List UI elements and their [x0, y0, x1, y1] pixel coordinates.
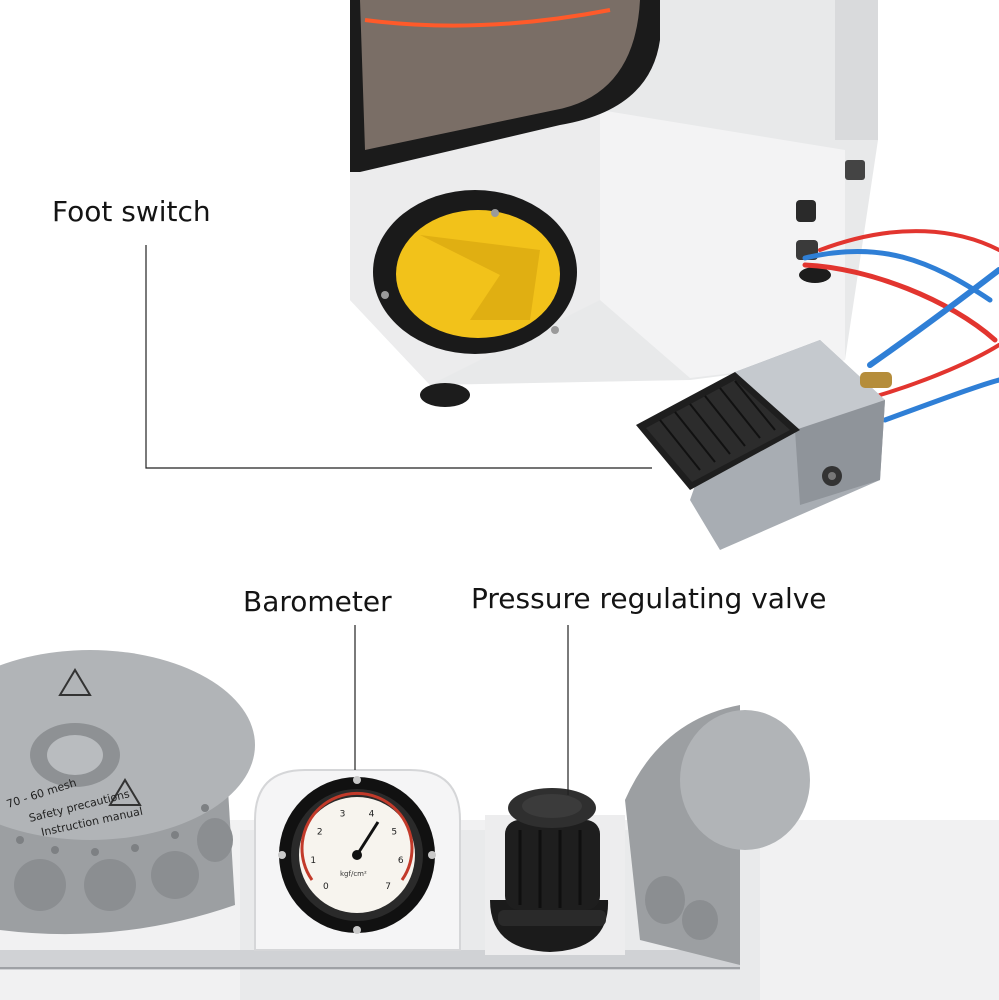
foot-switch-label: Foot switch — [52, 195, 211, 228]
gauge-scale-number: 0 — [323, 882, 329, 892]
pressure-valve-label: Pressure regulating valve — [471, 582, 827, 615]
air-hoses — [802, 229, 999, 423]
right-cap — [625, 705, 810, 965]
gauge-scale-number: 6 — [398, 856, 404, 866]
foot-switch-leader-line — [145, 245, 652, 469]
gauge-unit: kgf/cm² — [340, 870, 367, 878]
left-cap — [0, 650, 255, 935]
gauge-scale-number: 3 — [340, 810, 346, 820]
gauge-scale-number: 5 — [391, 828, 397, 838]
callout-lines — [145, 245, 652, 795]
pressure-valve — [485, 788, 625, 955]
sandblast-cabinet — [350, 0, 878, 407]
gauge-scale-number: 1 — [310, 856, 316, 866]
barometer-label: Barometer — [243, 585, 392, 618]
gauge-scale-number: 2 — [317, 828, 323, 838]
foot-pedal — [636, 340, 892, 550]
gauge-scale-number: 7 — [385, 882, 391, 892]
gauge-housing: kgf/cm² — [254, 769, 461, 951]
gauge-scale-number: 4 — [369, 810, 375, 820]
